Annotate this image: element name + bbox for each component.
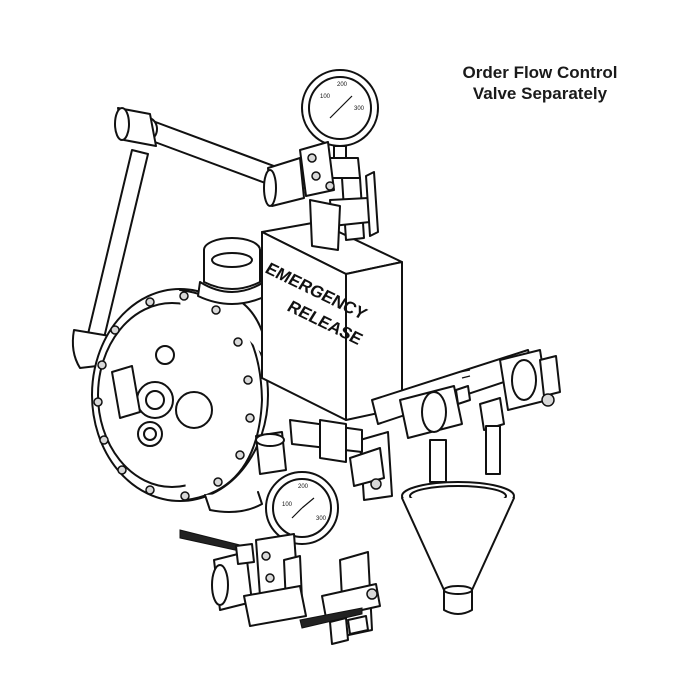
bottom-gauge-mark-100: 100 — [282, 502, 293, 508]
order-note: Order Flow Control Valve Separately — [440, 62, 640, 104]
order-note-line-1: Order Flow Control — [462, 63, 618, 82]
top-gauge-mark-100: 100 — [320, 94, 331, 100]
bottom-gauge-mark-200: 200 — [298, 484, 309, 490]
bottom-gauge-mark-300: 300 — [316, 516, 327, 522]
deluge-valve-body — [91, 237, 269, 513]
emergency-release-box: EMERGENCY RELEASE — [261, 221, 403, 421]
order-note-line-2: Valve Separately — [472, 84, 608, 103]
top-pressure-gauge: 100 200 300 — [263, 69, 379, 251]
right-trim-manifold — [289, 349, 561, 501]
bottom-pressure-gauge: 100 200 300 — [255, 431, 339, 605]
top-gauge-mark-300: 300 — [354, 106, 365, 112]
top-gauge-mark-200: 200 — [337, 82, 348, 88]
upper-trim-pipe — [114, 107, 291, 191]
drain-funnel — [401, 481, 515, 615]
lower-drain-valves — [179, 529, 381, 645]
